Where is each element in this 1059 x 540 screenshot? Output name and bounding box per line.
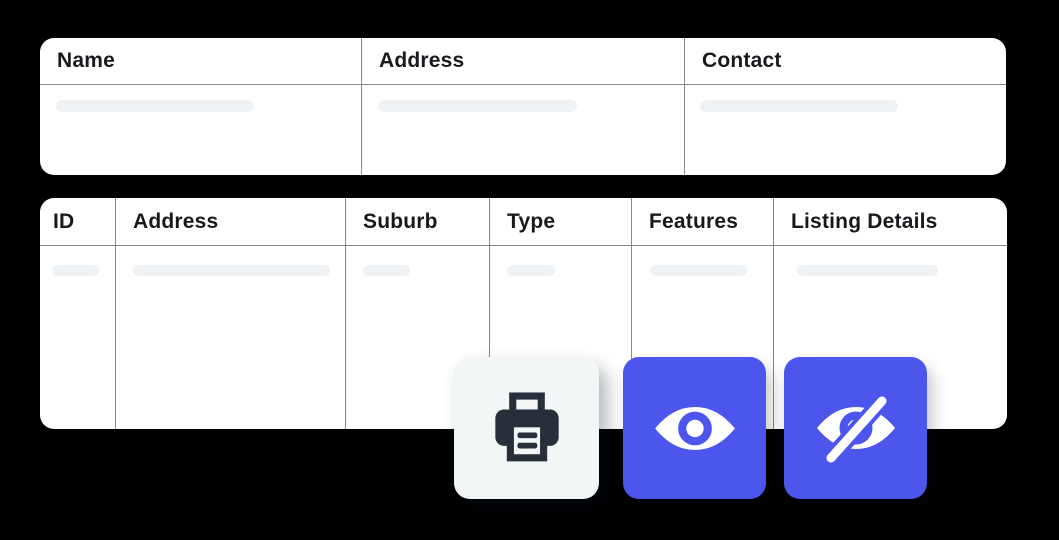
contacts-column-address: Address — [362, 38, 685, 175]
table-row — [40, 246, 115, 429]
print-button[interactable] — [454, 357, 599, 499]
table-row — [346, 246, 489, 429]
contacts-column-name: Name — [40, 38, 362, 175]
placeholder-bar — [378, 100, 577, 112]
placeholder-bar — [507, 265, 555, 276]
column-header-id: ID — [40, 198, 115, 246]
placeholder-bar — [797, 265, 938, 276]
eye-icon — [654, 406, 735, 450]
table-row — [40, 85, 361, 175]
hide-button[interactable] — [784, 357, 927, 499]
column-header-name: Name — [40, 38, 361, 85]
table-row — [490, 246, 631, 429]
column-header-address: Address — [116, 198, 345, 246]
printer-icon — [494, 391, 559, 461]
listings-column-suburb: Suburb — [346, 198, 490, 429]
listings-column-id: ID — [40, 198, 116, 429]
contacts-column-contact: Contact — [685, 38, 1006, 175]
listings-column-features: Features — [632, 198, 774, 429]
placeholder-bar — [650, 265, 747, 276]
listings-column-listing-details: Listing Details — [774, 198, 1007, 429]
column-header-address: Address — [362, 38, 684, 85]
placeholder-bar — [133, 265, 330, 276]
table-row — [774, 246, 1007, 429]
placeholder-bar — [700, 100, 898, 112]
column-header-contact: Contact — [685, 38, 1006, 85]
column-header-features: Features — [632, 198, 773, 246]
column-header-suburb: Suburb — [346, 198, 489, 246]
show-button[interactable] — [623, 357, 766, 499]
placeholder-bar — [363, 265, 410, 276]
eye-off-icon — [816, 392, 895, 467]
column-header-type: Type — [490, 198, 631, 246]
table-row — [362, 85, 684, 175]
table-row — [116, 246, 345, 429]
table-row — [632, 246, 773, 429]
placeholder-bar — [56, 100, 254, 112]
contacts-table: Name Address Contact — [40, 38, 1006, 175]
listings-column-address: Address — [116, 198, 346, 429]
column-header-listing-details: Listing Details — [774, 198, 1007, 246]
table-row — [685, 85, 1006, 175]
placeholder-bar — [52, 265, 99, 276]
listings-column-type: Type — [490, 198, 632, 429]
